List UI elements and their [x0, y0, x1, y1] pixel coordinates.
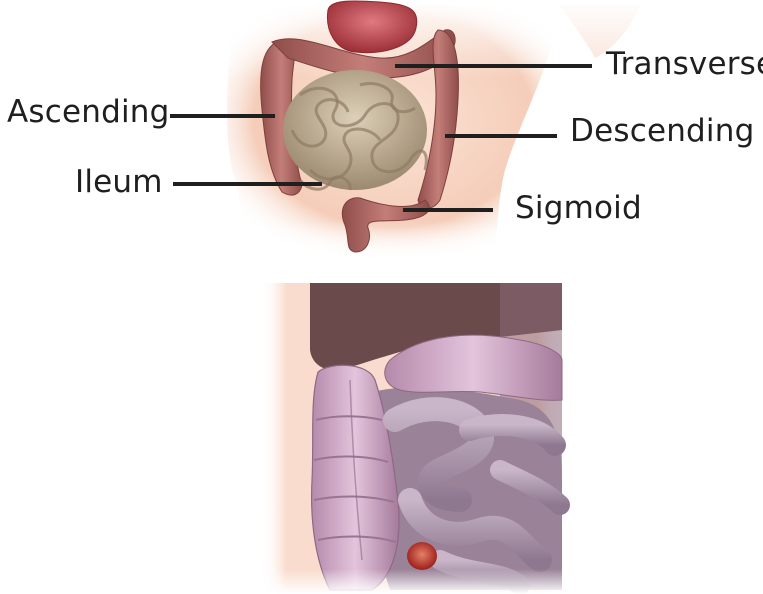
label-transverse: Transverse [606, 49, 763, 80]
small-intestine [283, 70, 427, 190]
label-ascending: Ascending [7, 97, 170, 128]
label-ileum: Ileum [75, 167, 163, 198]
lower-abdomen-illustration [262, 283, 562, 594]
lower-fade [262, 283, 562, 594]
label-descending: Descending [570, 116, 754, 147]
label-sigmoid: Sigmoid [515, 193, 642, 224]
